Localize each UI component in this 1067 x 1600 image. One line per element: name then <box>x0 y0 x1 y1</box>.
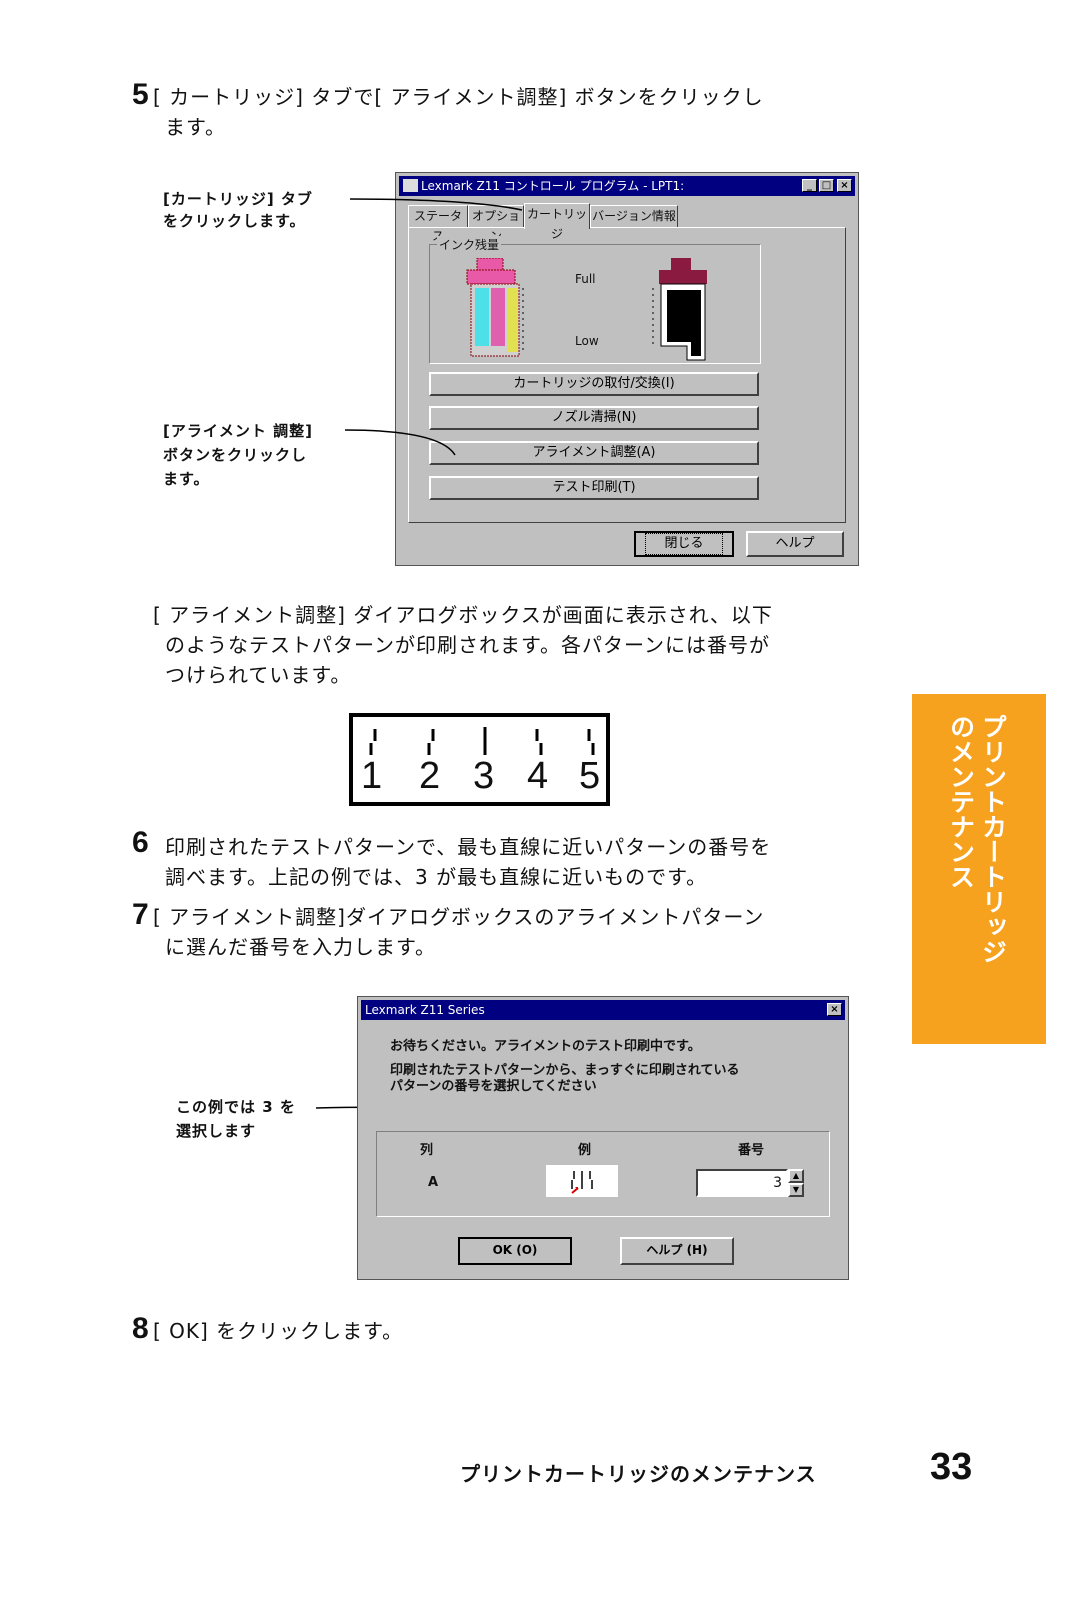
pattern-marks <box>369 727 595 755</box>
install-replace-button[interactable]: カートリッジの取付/交換(I) <box>429 372 759 396</box>
alignment-button[interactable]: アライメント調整(A) <box>429 441 759 465</box>
sidebar-text-col-1: プリントカートリッジ <box>978 714 1008 970</box>
step-number-5: 5 <box>132 78 149 111</box>
dialog-message-1: お待ちください。アライメントのテスト印刷中です。 <box>390 1039 701 1054</box>
nozzle-clean-button[interactable]: ノズル清掃(N) <box>429 406 759 430</box>
dialog-title: Lexmark Z11 Series <box>365 1003 485 1017</box>
maximize-icon[interactable]: □ <box>819 179 834 192</box>
step-7-line-2: に選んだ番号を入力します。 <box>165 935 436 959</box>
alignment-dialog: Lexmark Z11 Series × お待ちください。アライメントのテスト印… <box>357 996 849 1280</box>
page-number: 33 <box>930 1446 973 1488</box>
black-cartridge-icon <box>652 258 707 361</box>
step-number-8: 8 <box>132 1312 149 1345</box>
footer-title: プリントカートリッジのメンテナンス <box>460 1462 817 1486</box>
control-program-window: Lexmark Z11 コントロール プログラム - LPT1: _ □ × ス… <box>395 172 859 566</box>
cartridge-panel: インク残量 Full Low カートリッジの取付/交換(I) ノズル清掃(N) … <box>408 227 846 523</box>
tab-status[interactable]: ステータス <box>408 205 468 243</box>
step-number-7: 7 <box>132 898 149 931</box>
help-button[interactable]: ヘルプ <box>746 531 844 557</box>
dialog-close-icon[interactable]: × <box>827 1003 842 1016</box>
pattern-number-4: 4 <box>527 755 549 797</box>
step-5-line-2: ます。 <box>165 115 226 139</box>
callout-align-line-2: ボタンをクリックし <box>163 446 308 464</box>
example-pattern-image <box>546 1165 618 1197</box>
pattern-number-2: 2 <box>419 755 441 797</box>
color-cartridge-icon <box>466 258 524 357</box>
step-6-line-2: 調べます。上記の例では、3 が最も直線に近いものです。 <box>165 865 708 889</box>
dialog-help-button[interactable]: ヘルプ (H) <box>620 1237 734 1265</box>
column-header-row: 列 <box>420 1143 434 1158</box>
note-line-1: [ アライメント調整] ダイアログボックスが画面に表示され、以下 <box>153 603 773 627</box>
printer-icon <box>403 179 418 192</box>
pattern-number-1: 1 <box>361 755 383 797</box>
pattern-number-5: 5 <box>579 755 601 797</box>
callout-select-line-1: この例では 3 を <box>176 1098 296 1116</box>
dialog-titlebar: Lexmark Z11 Series × <box>361 1000 845 1020</box>
tab-cartridge[interactable]: カートリッジ <box>524 203 590 241</box>
close-button[interactable]: 閉じる <box>634 531 734 557</box>
callout-align-line-1: [アライメント 調整] <box>163 422 313 440</box>
callout-tab-line-2: をクリックします。 <box>163 212 306 230</box>
step-number-6: 6 <box>132 826 149 859</box>
column-header-example: 例 <box>578 1143 592 1158</box>
spin-up-icon[interactable]: ▲ <box>788 1169 804 1183</box>
low-label: Low <box>575 334 599 348</box>
callout-tab-line-1: [カートリッジ] タブ <box>163 190 313 208</box>
dialog-message-2: 印刷されたテストパターンから、まっすぐに印刷されている <box>390 1063 740 1078</box>
test-pattern-sample: 1 2 3 4 5 <box>349 713 610 806</box>
alignment-table <box>376 1131 830 1217</box>
full-label: Full <box>575 272 596 286</box>
tab-version[interactable]: バージョン情報 <box>590 205 678 227</box>
note-line-3: つけられています。 <box>165 663 352 687</box>
ink-level-label: インク残量 <box>437 236 502 253</box>
control-window-title: Lexmark Z11 コントロール プログラム - LPT1: <box>421 179 685 193</box>
number-input[interactable]: 3 <box>696 1169 788 1197</box>
step-6-line-1: 印刷されたテストパターンで、最も直線に近いパターンの番号を <box>165 835 772 859</box>
sidebar-text-1: プリントカートリッジ <box>978 714 1008 964</box>
control-window-titlebar: Lexmark Z11 コントロール プログラム - LPT1: _ □ × <box>399 176 855 196</box>
sidebar-text-2: のメンテナンス <box>946 714 976 889</box>
callout-align-line-3: ます。 <box>163 470 210 488</box>
test-print-button[interactable]: テスト印刷(T) <box>429 476 759 500</box>
number-spinner[interactable]: ▲ ▼ <box>788 1169 804 1197</box>
row-label-a: A <box>428 1175 439 1190</box>
close-button-label: 閉じる <box>645 533 723 555</box>
step-7-line-1: [ アライメント調整]ダイアログボックスのアライメントパターン <box>153 905 765 929</box>
callout-select-line-2: 選択します <box>176 1122 257 1140</box>
close-icon[interactable]: × <box>837 179 852 192</box>
step-8-line-1: [ OK] をクリックします。 <box>153 1319 404 1343</box>
sidebar-text-col-2: のメンテナンス <box>946 714 976 895</box>
minimize-icon[interactable]: _ <box>802 179 817 192</box>
note-line-2: のようなテストパターンが印刷されます。各パターンには番号が <box>165 633 770 657</box>
section-sidebar-tab: プリントカートリッジ のメンテナンス <box>912 694 1046 1044</box>
dialog-message-3: パターンの番号を選択してください <box>390 1079 597 1094</box>
ok-button[interactable]: OK (O) <box>458 1237 572 1265</box>
column-header-number: 番号 <box>738 1143 765 1158</box>
pattern-number-3: 3 <box>473 755 495 797</box>
step-5-line-1: [ カートリッジ] タブで[ アライメント調整] ボタンをクリックし <box>153 85 764 109</box>
ink-level-group <box>429 244 761 364</box>
example-pattern-marks <box>571 1171 593 1194</box>
spin-down-icon[interactable]: ▼ <box>788 1183 804 1197</box>
